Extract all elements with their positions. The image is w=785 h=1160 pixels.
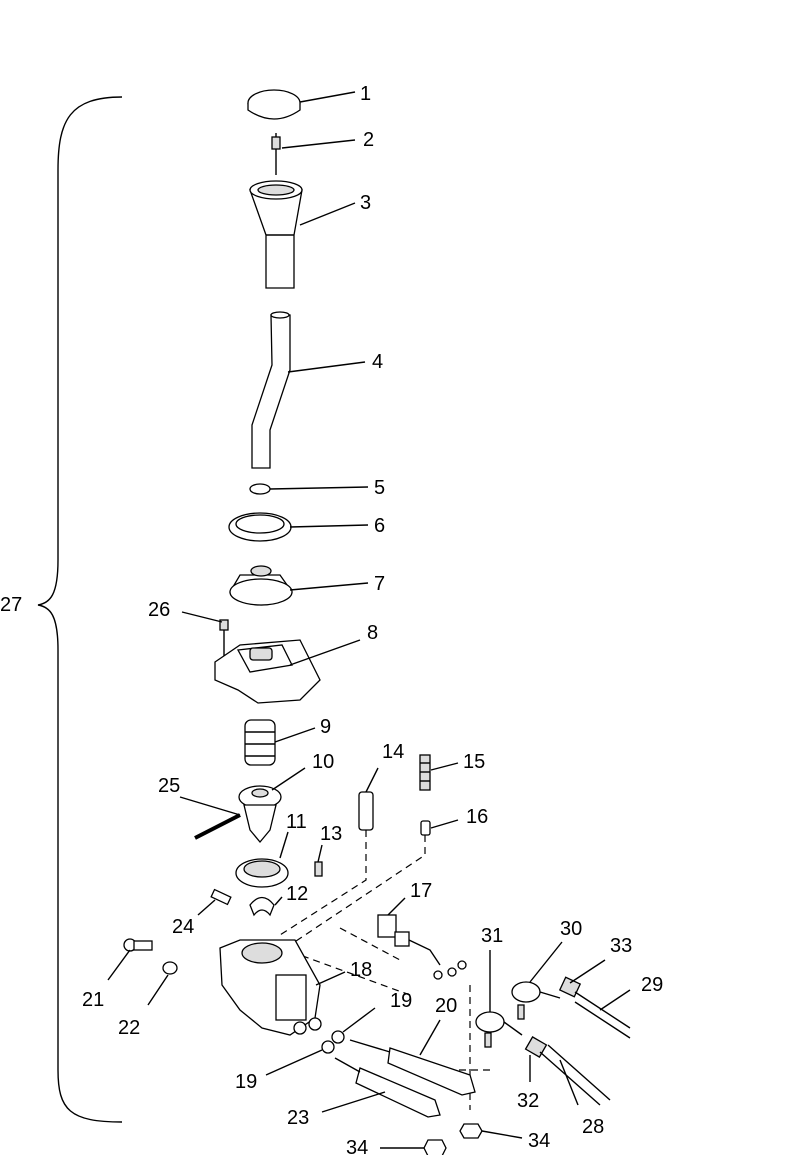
callout-16: 16 <box>466 806 488 828</box>
part-cable-lower <box>539 1044 611 1106</box>
part-jam-nut-lower <box>524 1036 548 1058</box>
part-shift-rod-lower <box>334 1057 441 1118</box>
callout-4: 4 <box>372 351 383 373</box>
callout-2: 2 <box>363 129 374 151</box>
part-nut-left <box>423 1139 447 1157</box>
callout-13: 13 <box>320 823 342 845</box>
part-bushing <box>235 858 289 888</box>
callout-32: 32 <box>517 1090 539 1112</box>
callout-25: 25 <box>158 775 180 797</box>
callout-1: 1 <box>360 83 371 105</box>
callout-28: 28 <box>582 1116 604 1138</box>
part-nut-right <box>459 1123 483 1139</box>
callout-24: 24 <box>172 916 194 938</box>
callout-18: 18 <box>350 959 372 981</box>
callout-23: 23 <box>287 1107 309 1129</box>
part-screw <box>271 133 281 175</box>
part-boot-cover <box>229 565 293 606</box>
callout-9: 9 <box>320 716 331 738</box>
part-pivot-ball <box>238 785 282 844</box>
callout-19-lower: 19 <box>235 1071 257 1093</box>
part-small-ring <box>249 483 271 495</box>
part-detent-spring <box>419 754 431 791</box>
callout-33: 33 <box>610 935 632 957</box>
callout-8: 8 <box>367 622 378 644</box>
callout-5: 5 <box>374 477 385 499</box>
callout-labels: 1 2 3 4 5 6 7 8 9 10 11 12 13 14 15 16 1… <box>0 83 663 1159</box>
part-dowel <box>358 791 374 831</box>
leader-lines <box>107 91 631 1149</box>
callout-31: 31 <box>481 925 503 947</box>
part-shift-rod-upper <box>349 1039 476 1096</box>
callout-30: 30 <box>560 918 582 940</box>
callout-14: 14 <box>382 741 404 763</box>
part-set-screw <box>314 861 323 877</box>
part-washer <box>162 961 178 975</box>
part-spring <box>244 719 276 766</box>
callout-26: 26 <box>148 599 170 621</box>
callout-29: 29 <box>641 974 663 996</box>
callout-21: 21 <box>82 989 104 1011</box>
callout-34-right: 34 <box>528 1130 550 1152</box>
part-shifter-housing <box>219 939 322 1036</box>
callout-34-left: 34 <box>346 1137 368 1155</box>
part-shift-lever <box>251 311 291 469</box>
part-shift-handle <box>249 180 303 289</box>
part-ring-seal <box>228 512 292 542</box>
part-roll-pin <box>194 813 241 840</box>
part-bolt <box>123 938 153 952</box>
part-mounting-plate <box>214 639 321 704</box>
callout-12: 12 <box>286 883 308 905</box>
assembly-guide-lines <box>279 830 490 1110</box>
part-plunger <box>420 820 431 836</box>
part-switch <box>377 914 467 980</box>
callout-7: 7 <box>374 573 385 595</box>
part-pin <box>210 888 232 906</box>
callout-3: 3 <box>360 192 371 214</box>
callout-6: 6 <box>374 515 385 537</box>
callout-15: 15 <box>463 751 485 773</box>
callout-20: 20 <box>435 995 457 1017</box>
part-o-ring-lower <box>321 1040 335 1054</box>
part-knob-cap <box>247 89 301 120</box>
callout-10: 10 <box>312 751 334 773</box>
part-ball-joint-upper <box>511 981 561 1020</box>
callout-11: 11 <box>286 811 307 833</box>
callout-17: 17 <box>410 880 432 902</box>
part-ball-joint-lower <box>475 1011 523 1048</box>
callout-19-upper: 19 <box>390 990 412 1012</box>
part-cable-upper <box>574 991 631 1039</box>
part-clip <box>249 896 275 917</box>
callout-27: 27 <box>0 594 22 616</box>
part-o-ring-upper <box>331 1030 345 1044</box>
assembly-bracket <box>37 96 123 1123</box>
callout-22: 22 <box>118 1017 140 1039</box>
part-mounting-screw <box>219 619 229 660</box>
